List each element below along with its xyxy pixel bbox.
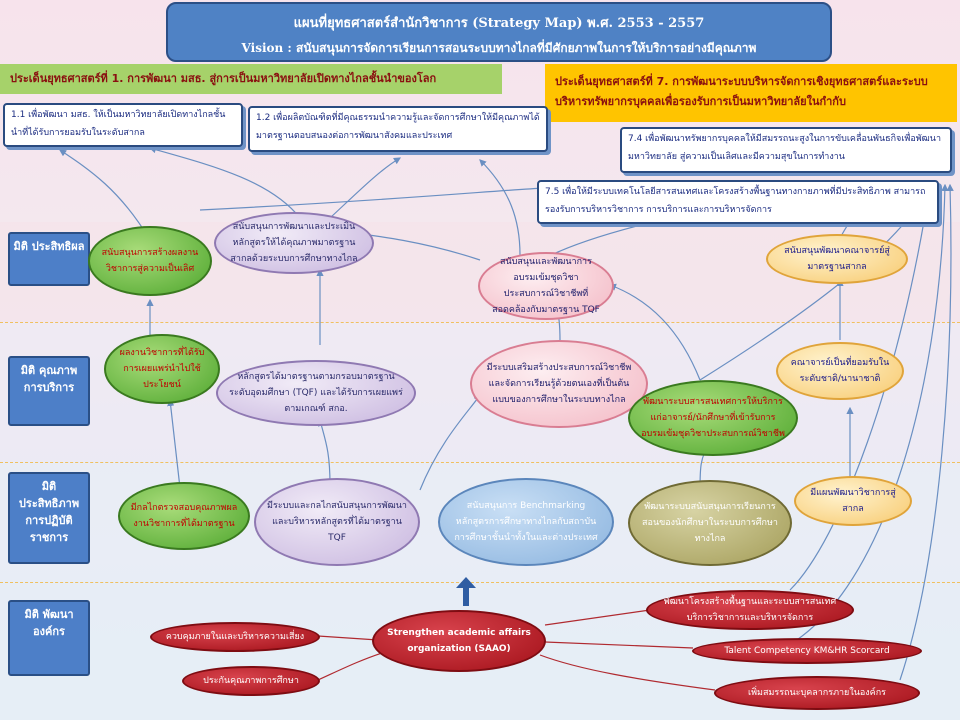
perspective-effectiveness: มิติ ประสิทธิผล [8,232,90,286]
node-learning-support: พัฒนาระบบสนับสนุนการเรียนการสอนของนักศึก… [628,480,792,566]
strategy-map-header: แผนที่ยุทธศาสตร์สำนักวิชาการ (Strategy M… [166,2,832,62]
node-curriculum-evaluation: สนับสนุนการพัฒนาและประเมินหลักสูตรให้ได้… [214,212,374,274]
perspective-org-development: มิติ พัฒนา องค์กร [8,600,90,676]
node-internal-control: ควบคุมภายในและบริหารความเสี่ยง [150,622,320,652]
objective-1-2: 1.2 เพื่อผลิตบัณฑิตที่มีคุณธรรมนำความรู้… [248,106,548,152]
node-experience-system: มีระบบเสริมสร้างประสบการณ์วิชาชีพและจัดก… [470,340,648,428]
band-separator [0,582,960,583]
band-separator [0,322,960,323]
node-faculty-development: สนับสนุนพัฒนาคณาจารย์สู่มาตรฐานสากล [766,234,908,284]
node-info-system-service: พัฒนาระบบสารสนเทศการให้บริการแก่อาจารย์/… [628,380,798,456]
node-quality-check: มีกลไกตรวจสอบคุณภาพผลงานวิชาการที่ได้มาต… [118,482,250,550]
node-academic-publication: ผลงานวิชาการที่ได้รับการเผยแพร่นำไปใช้ปร… [104,334,220,404]
node-saao: Strengthen academic affairs organization… [372,610,546,672]
perspective-service-quality: มิติ คุณภาพ การบริการ [8,356,90,426]
node-talent-competency: Talent Competency KM&HR Scorcard [692,638,922,664]
node-faculty-recognition: คณาจารย์เป็นที่ยอมรับในระดับชาติ/นานาชาต… [776,342,904,400]
node-academic-excellence: สนับสนุนการสร้างผลงานวิชาการสู่ความเป็นเ… [88,226,212,296]
node-staff-competency: เพิ่มสมรรถนะบุคลากรภายในองค์กร [714,676,920,710]
strategy-7-banner: ประเด็นยุทธศาสตร์ที่ 7. การพัฒนาระบบบริห… [545,64,957,122]
band-separator [0,462,960,463]
node-infrastructure: พัฒนาโครงสร้างพื้นฐานและระบบสารสนเทศบริก… [646,590,854,630]
strategy-1-banner: ประเด็นยุทธศาสตร์ที่ 1. การพัฒนา มสธ. สู… [0,64,502,94]
node-international-plan: มีแผนพัฒนาวิชาการสู่สากล [794,476,912,526]
page-title: แผนที่ยุทธศาสตร์สำนักวิชาการ (Strategy M… [293,16,705,31]
node-curriculum-mechanism: มีระบบและกลไกสนับสนุนการพัฒนาและบริหารหล… [254,478,420,566]
objective-1-1: 1.1 เพื่อพัฒนา มสธ. ให้เป็นมหาวิทยาลัยเป… [3,103,243,147]
node-tqf-training: สนับสนุนและพัฒนาการอบรมเข้มชุดวิชาประสบก… [478,252,614,320]
vision-statement: Vision : สนับสนุนการจัดการเรียนการสอนระบ… [241,41,757,55]
node-quality-assurance: ประกันคุณภาพการศึกษา [182,666,320,696]
node-benchmarking: สนับสนุนการ Benchmarking หลักสูตรการศึกษ… [438,478,614,566]
objective-7-4: 7.4 เพื่อพัฒนาทรัพยากรบุคคลให้มีสมรรถนะส… [620,127,952,173]
perspective-efficiency: มิติ ประสิทธิภาพ การปฏิบัติราชการ [8,472,90,564]
objective-7-5: 7.5 เพื่อให้มีระบบเทคโนโลยีสารสนเทศและโค… [537,180,939,224]
node-tqf-curriculum: หลักสูตรได้มาตรฐานตามกรอบมาตรฐานระดับอุด… [216,360,416,426]
